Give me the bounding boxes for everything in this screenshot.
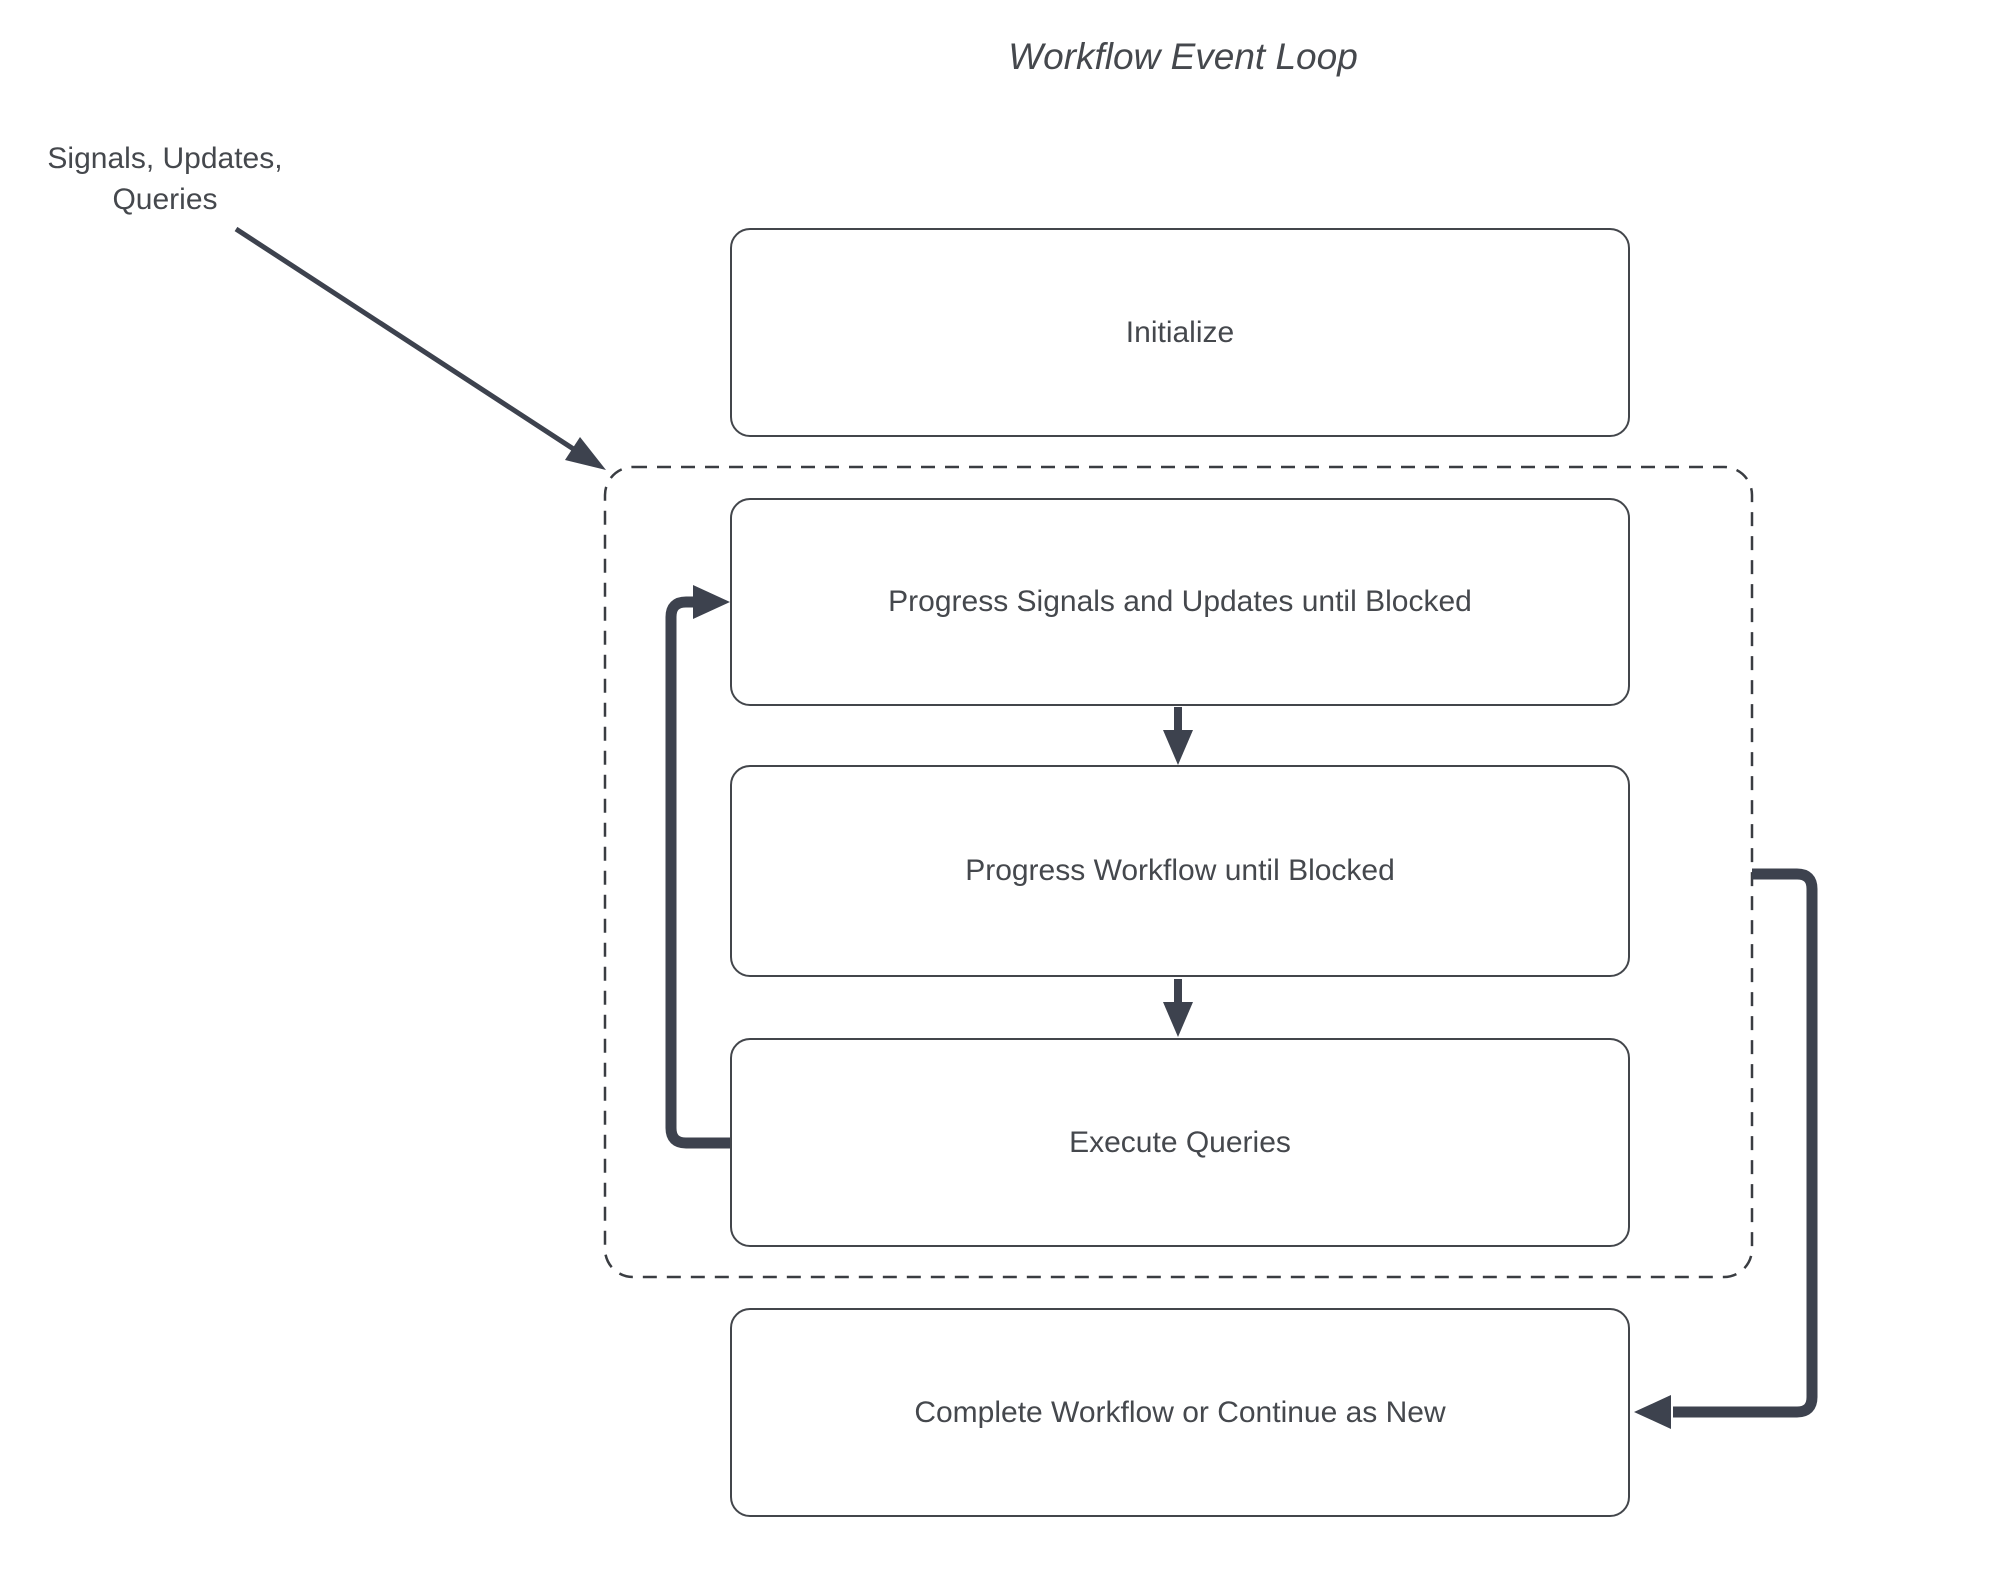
node-initialize: Initialize [730, 228, 1630, 437]
node-complete: Complete Workflow or Continue as New [730, 1308, 1630, 1517]
signals-input-arrow [234, 226, 606, 470]
node-complete-label: Complete Workflow or Continue as New [914, 1395, 1446, 1429]
continue-arrow [1634, 868, 1818, 1429]
loop-arrow [665, 585, 730, 1149]
node-progress-signals: Progress Signals and Updates until Block… [730, 498, 1630, 706]
node-initialize-label: Initialize [1125, 315, 1235, 349]
down-arrowhead-1 [1163, 730, 1193, 765]
node-progress-workflow-label: Progress Workflow until Blocked [965, 854, 1395, 887]
continue-arrowhead [1634, 1395, 1671, 1429]
down-arrow-1 [1163, 707, 1193, 765]
diagram-title: Workflow Event Loop [1008, 36, 1358, 77]
node-execute-queries: Execute Queries [730, 1038, 1630, 1247]
down-arrow-2 [1163, 979, 1193, 1037]
loop-arrowhead [693, 585, 730, 619]
node-progress-workflow: Progress Workflow until Blocked [730, 765, 1630, 977]
event-loop-group-border [603, 465, 1754, 1279]
node-progress-signals-label: Progress Signals and Updates until Block… [888, 585, 1472, 618]
signals-updates-queries-label: Signals, Updates, Queries [47, 142, 283, 216]
signals-input-arrowhead [565, 437, 606, 470]
down-arrowhead-2 [1163, 1002, 1193, 1037]
node-execute-queries-label: Execute Queries [1069, 1125, 1291, 1159]
